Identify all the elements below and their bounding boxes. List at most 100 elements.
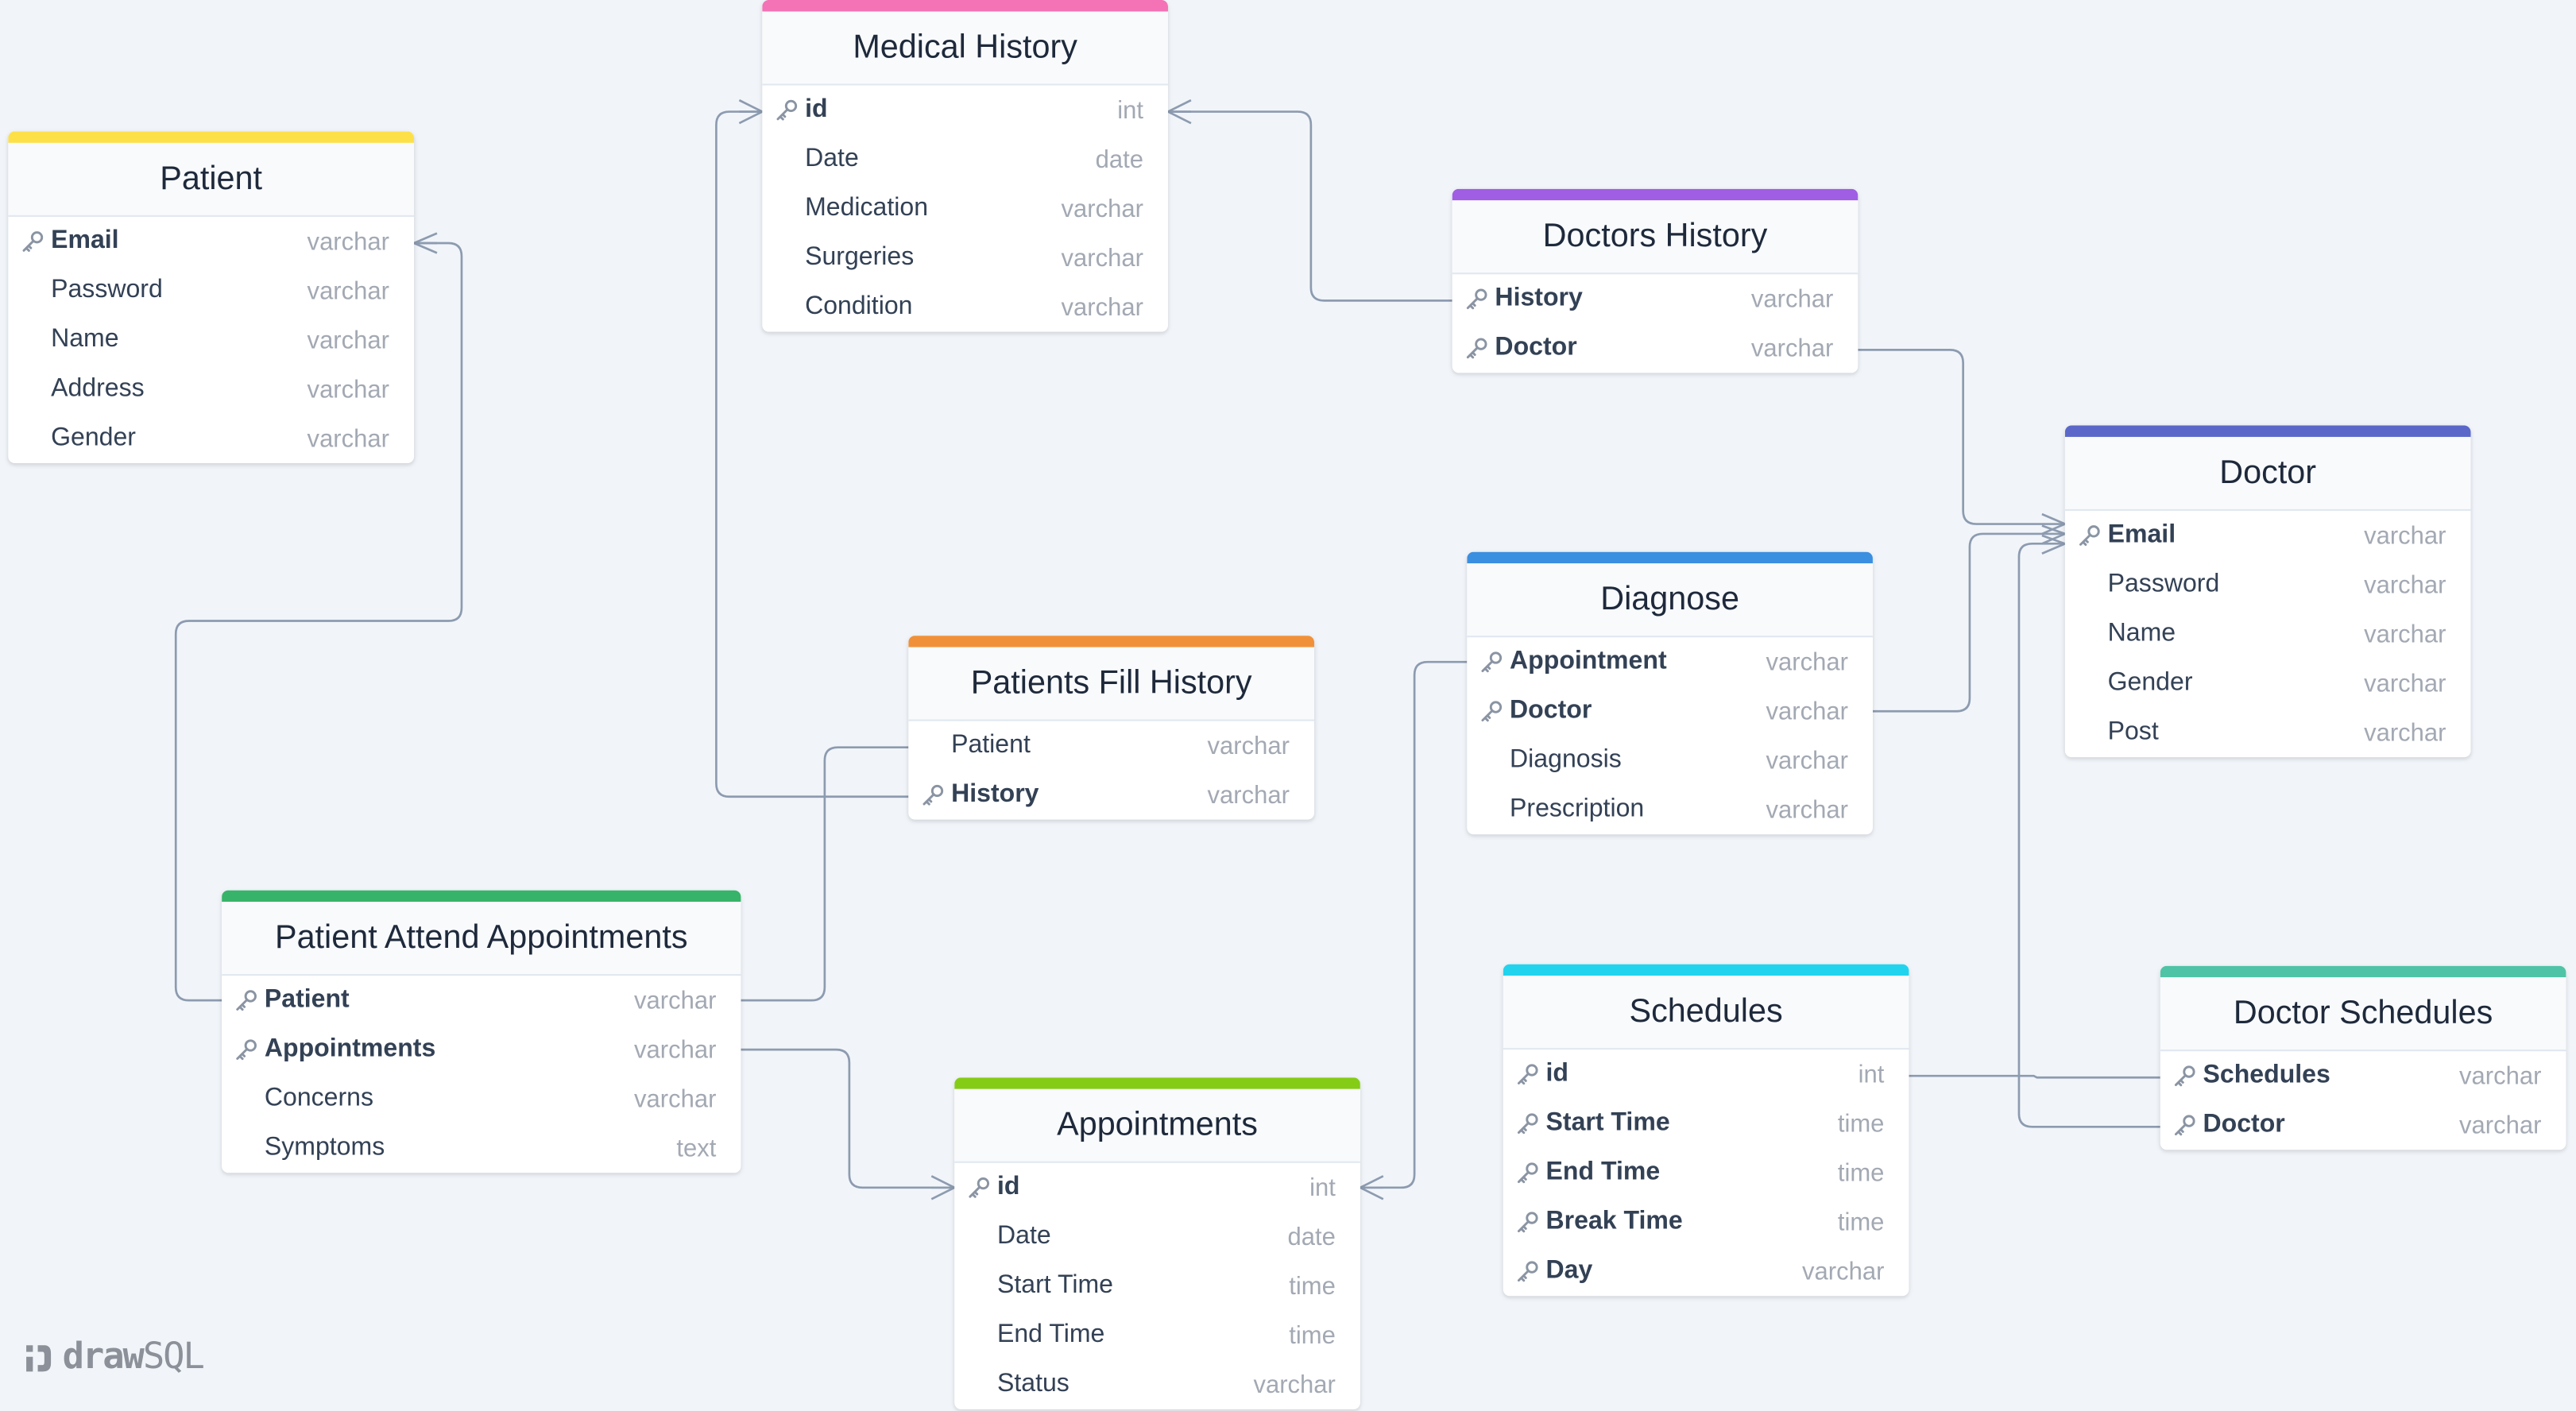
column-name: Appointments	[264, 1034, 436, 1063]
table-color-bar	[2064, 425, 2471, 437]
key-spacer	[776, 197, 805, 220]
table-color-bar	[1452, 188, 1859, 201]
key-spacer	[21, 378, 51, 401]
column-name: Schedules	[2203, 1061, 2330, 1089]
key-spacer	[968, 1225, 997, 1248]
key-icon	[922, 783, 951, 806]
column-type: varchar	[2364, 570, 2446, 599]
column-type: time	[1837, 1109, 1885, 1138]
column-name: Patient	[264, 985, 350, 1014]
column-name: Address	[51, 374, 145, 403]
rel-medical-history-to-doctors-history[interactable]	[1167, 110, 1452, 302]
column-type: varchar	[2364, 620, 2446, 648]
table-title: Medical History	[762, 11, 1168, 86]
rel-fill-history-to-attend[interactable]	[741, 746, 909, 1002]
rel-schedules-to-doctor-schedules[interactable]	[1909, 1074, 2160, 1079]
column-type: date	[1287, 1223, 1336, 1251]
column-name: Password	[51, 276, 163, 304]
column-type: varchar	[2458, 1111, 2542, 1139]
key-spacer	[2078, 721, 2107, 744]
crowfoot-patient-email	[413, 232, 438, 254]
column-type: varchar	[1801, 1257, 1885, 1285]
column-name: id	[805, 95, 828, 124]
column-row[interactable]: Doctor varchar	[2160, 1100, 2566, 1150]
key-spacer	[1480, 798, 1510, 821]
rel-diagnose-to-doctor[interactable]	[1872, 532, 2065, 713]
column-name: Doctor	[1495, 333, 1577, 361]
table-color-bar	[2160, 965, 2566, 978]
column-type: varchar	[1061, 194, 1143, 223]
key-icon	[1516, 1260, 1545, 1283]
key-icon	[1480, 700, 1510, 723]
column-type: varchar	[1750, 284, 1834, 313]
table-color-bar	[1503, 964, 1909, 976]
rel-medical-history-to-fill-history[interactable]	[715, 110, 909, 798]
rel-doctor-schedules-to-doctor[interactable]	[2017, 542, 2160, 1128]
column-name: Surgeries	[805, 242, 915, 272]
column-name: Gender	[51, 423, 136, 452]
rel-doctors-history-to-doctor[interactable]	[1858, 349, 2065, 525]
column-type: varchar	[2364, 521, 2446, 550]
rel-patient-to-attend[interactable]	[174, 242, 463, 1002]
rel-attend-to-appointments[interactable]	[741, 1048, 955, 1189]
key-spacer	[2078, 672, 2107, 695]
rel-appointments-to-diagnose[interactable]	[1360, 660, 1468, 1189]
key-icon	[235, 989, 265, 1012]
drawsql-logo-icon	[26, 1344, 52, 1371]
column-name: Doctor	[2203, 1110, 2285, 1138]
column-type: varchar	[307, 227, 389, 256]
